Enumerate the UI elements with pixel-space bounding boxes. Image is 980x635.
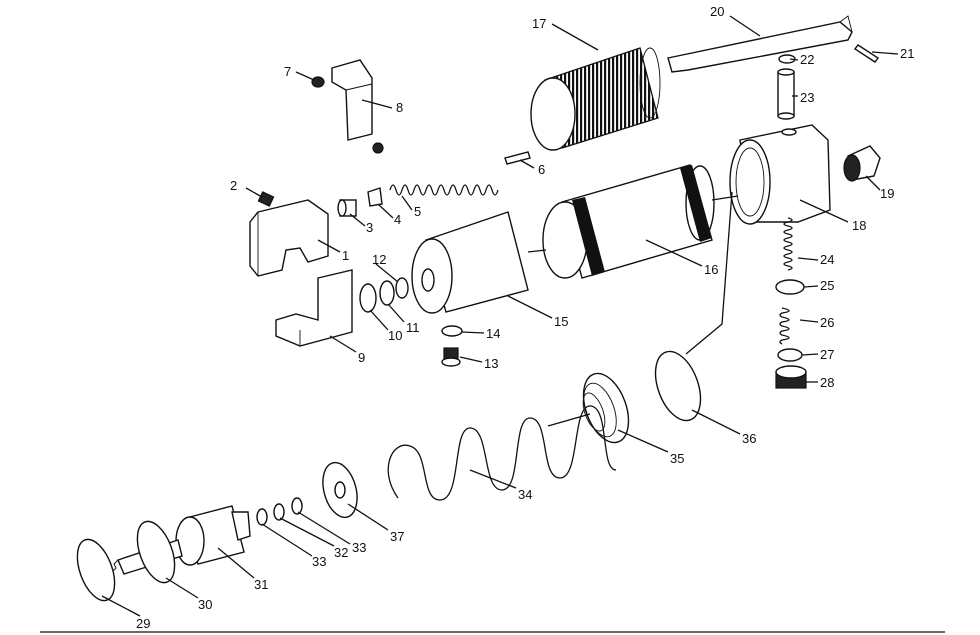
part-28-cap	[775, 365, 807, 389]
callout-18: 18	[852, 218, 866, 233]
callout-14: 14	[486, 326, 500, 341]
callout-19: 19	[880, 186, 894, 201]
part-21-pin	[853, 44, 880, 63]
part-7-screw	[311, 76, 325, 88]
part-10-seal	[359, 283, 377, 313]
part-5-spring	[389, 184, 499, 196]
callout-5: 5	[414, 204, 421, 219]
callout-30: 30	[198, 597, 212, 612]
callout-36: 36	[742, 431, 756, 446]
part-6-pin	[504, 151, 531, 165]
part-9-bracket	[275, 269, 353, 347]
part-8-bracket	[331, 59, 373, 141]
part-31-rivet-head	[111, 505, 251, 575]
part-20-lever	[667, 15, 853, 73]
callout-labels: 1 2 3 4 5 6 7 8 9 10 11 12 13 14 15 16 1…	[136, 4, 914, 631]
callout-37: 37	[390, 529, 404, 544]
part-11-seal	[379, 280, 395, 306]
part-14-washer	[441, 325, 463, 337]
part-4-nozzle	[367, 187, 383, 207]
callout-15: 15	[554, 314, 568, 329]
callout-9: 9	[358, 350, 365, 365]
leader-lines	[101, 15, 899, 617]
callout-6: 6	[538, 162, 545, 177]
callout-4: 4	[394, 212, 401, 227]
part-3-bushing	[337, 199, 357, 217]
part-29-ring	[76, 538, 116, 602]
part-2-set-screw	[257, 191, 275, 207]
part-36-o-ring	[654, 350, 702, 422]
callout-28: 28	[820, 375, 834, 390]
callout-3: 3	[366, 220, 373, 235]
callout-31: 31	[254, 577, 268, 592]
callout-25: 25	[820, 278, 834, 293]
part-23-valve-stem	[777, 68, 795, 120]
part-32-seal	[273, 503, 285, 521]
callout-13: 13	[484, 356, 498, 371]
callout-8: 8	[396, 100, 403, 115]
part-18-handle-head	[729, 124, 831, 225]
callout-12: 12	[372, 252, 386, 267]
callout-34: 34	[518, 487, 532, 502]
callout-35: 35	[670, 451, 684, 466]
part-15-housing	[411, 211, 547, 314]
part-37-washer	[322, 461, 358, 519]
part-19-plug	[843, 145, 881, 182]
callout-17: 17	[532, 16, 546, 31]
part-33-seal-a	[291, 497, 303, 515]
part-30-ring	[136, 520, 176, 584]
callout-33-a: 33	[312, 554, 326, 569]
callout-24: 24	[820, 252, 834, 267]
part-34-large-spring	[387, 405, 617, 501]
callout-33-b: 33	[352, 540, 366, 555]
part-27-washer	[777, 348, 803, 362]
callout-1: 1	[342, 248, 349, 263]
part-12-seal	[395, 277, 409, 299]
part-25-valve	[775, 279, 805, 295]
part-13-screw	[441, 347, 461, 367]
callout-26: 26	[820, 315, 834, 330]
part-17-knurled-grip	[530, 47, 661, 151]
part-8-screw	[372, 142, 384, 154]
callout-10: 10	[388, 328, 402, 343]
callout-29: 29	[136, 616, 150, 631]
part-33-seal-b	[256, 508, 268, 526]
callout-32: 32	[334, 545, 348, 560]
callout-27: 27	[820, 347, 834, 362]
leader-36-18	[685, 191, 733, 355]
part-24-spring	[783, 217, 793, 271]
callout-16: 16	[704, 262, 718, 277]
callout-22: 22	[800, 52, 814, 67]
callout-7: 7	[284, 64, 291, 79]
callout-21: 21	[900, 46, 914, 61]
callout-23: 23	[800, 90, 814, 105]
callout-20: 20	[710, 4, 724, 19]
callout-2: 2	[230, 178, 237, 193]
part-35-piston	[547, 372, 630, 444]
callout-11: 11	[406, 320, 420, 335]
part-1-bracket	[249, 199, 329, 277]
part-16-cylinder	[542, 164, 739, 279]
part-26-spring	[779, 307, 790, 345]
